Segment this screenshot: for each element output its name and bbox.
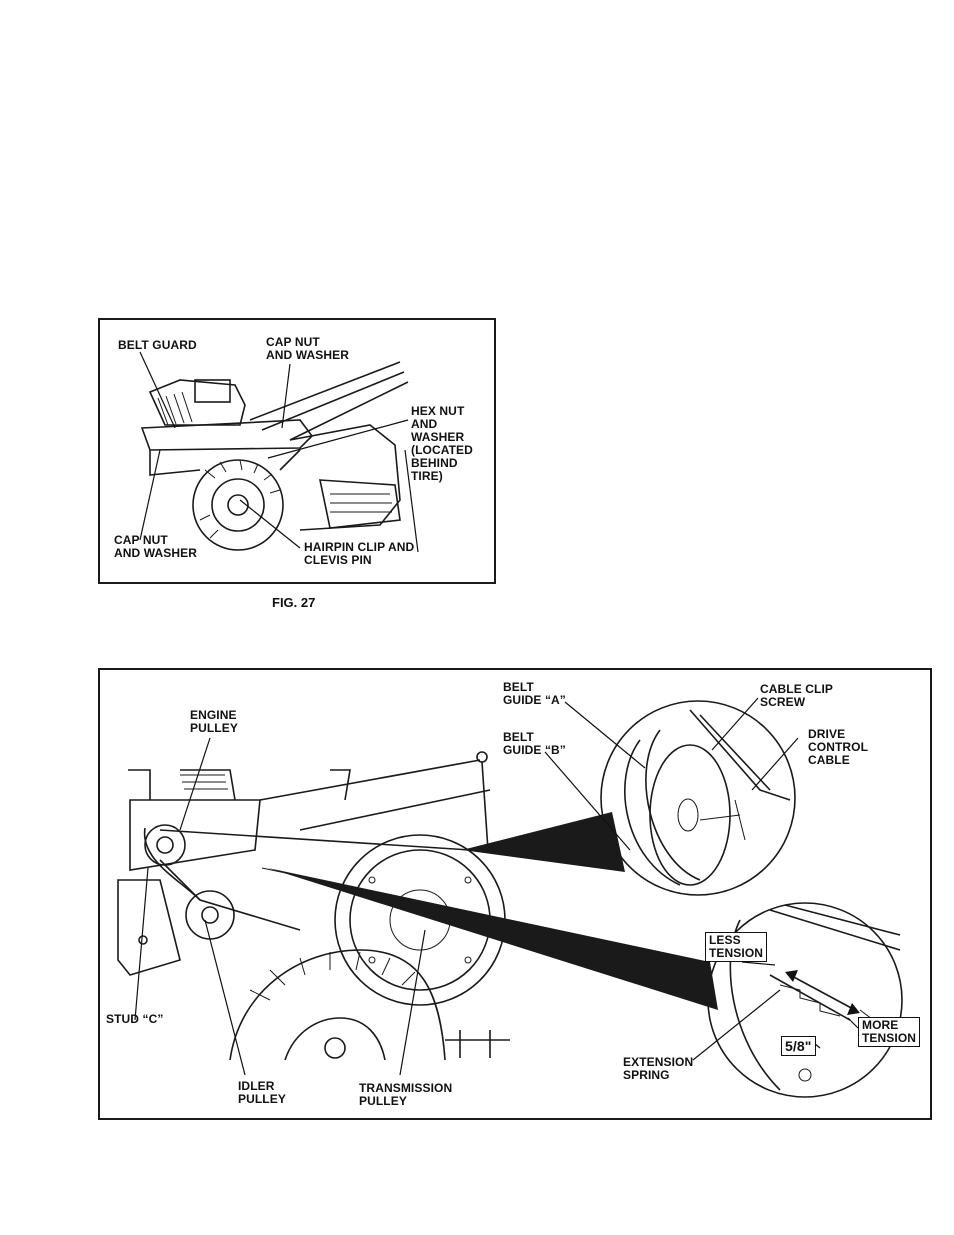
label-less-tension: LESS TENSION: [705, 932, 767, 962]
label-cable-clip-screw: CABLE CLIP SCREW: [760, 683, 833, 709]
label-idler-pulley: IDLER PULLEY: [238, 1080, 286, 1106]
label-engine-pulley: ENGINE PULLEY: [190, 709, 238, 735]
label-extension-spring: EXTENSION SPRING: [623, 1056, 693, 1082]
label-measurement-5-8: 5/8": [781, 1036, 816, 1056]
label-stud-c: STUD “C”: [106, 1013, 163, 1026]
label-transmission-pulley: TRANSMISSION PULLEY: [359, 1082, 452, 1108]
label-belt-guide-a: BELT GUIDE “A”: [503, 681, 566, 707]
label-more-tension: MORE TENSION: [858, 1017, 920, 1047]
label-drive-control-cable: DRIVE CONTROL CABLE: [808, 728, 868, 767]
label-belt-guide-b: BELT GUIDE “B”: [503, 731, 566, 757]
